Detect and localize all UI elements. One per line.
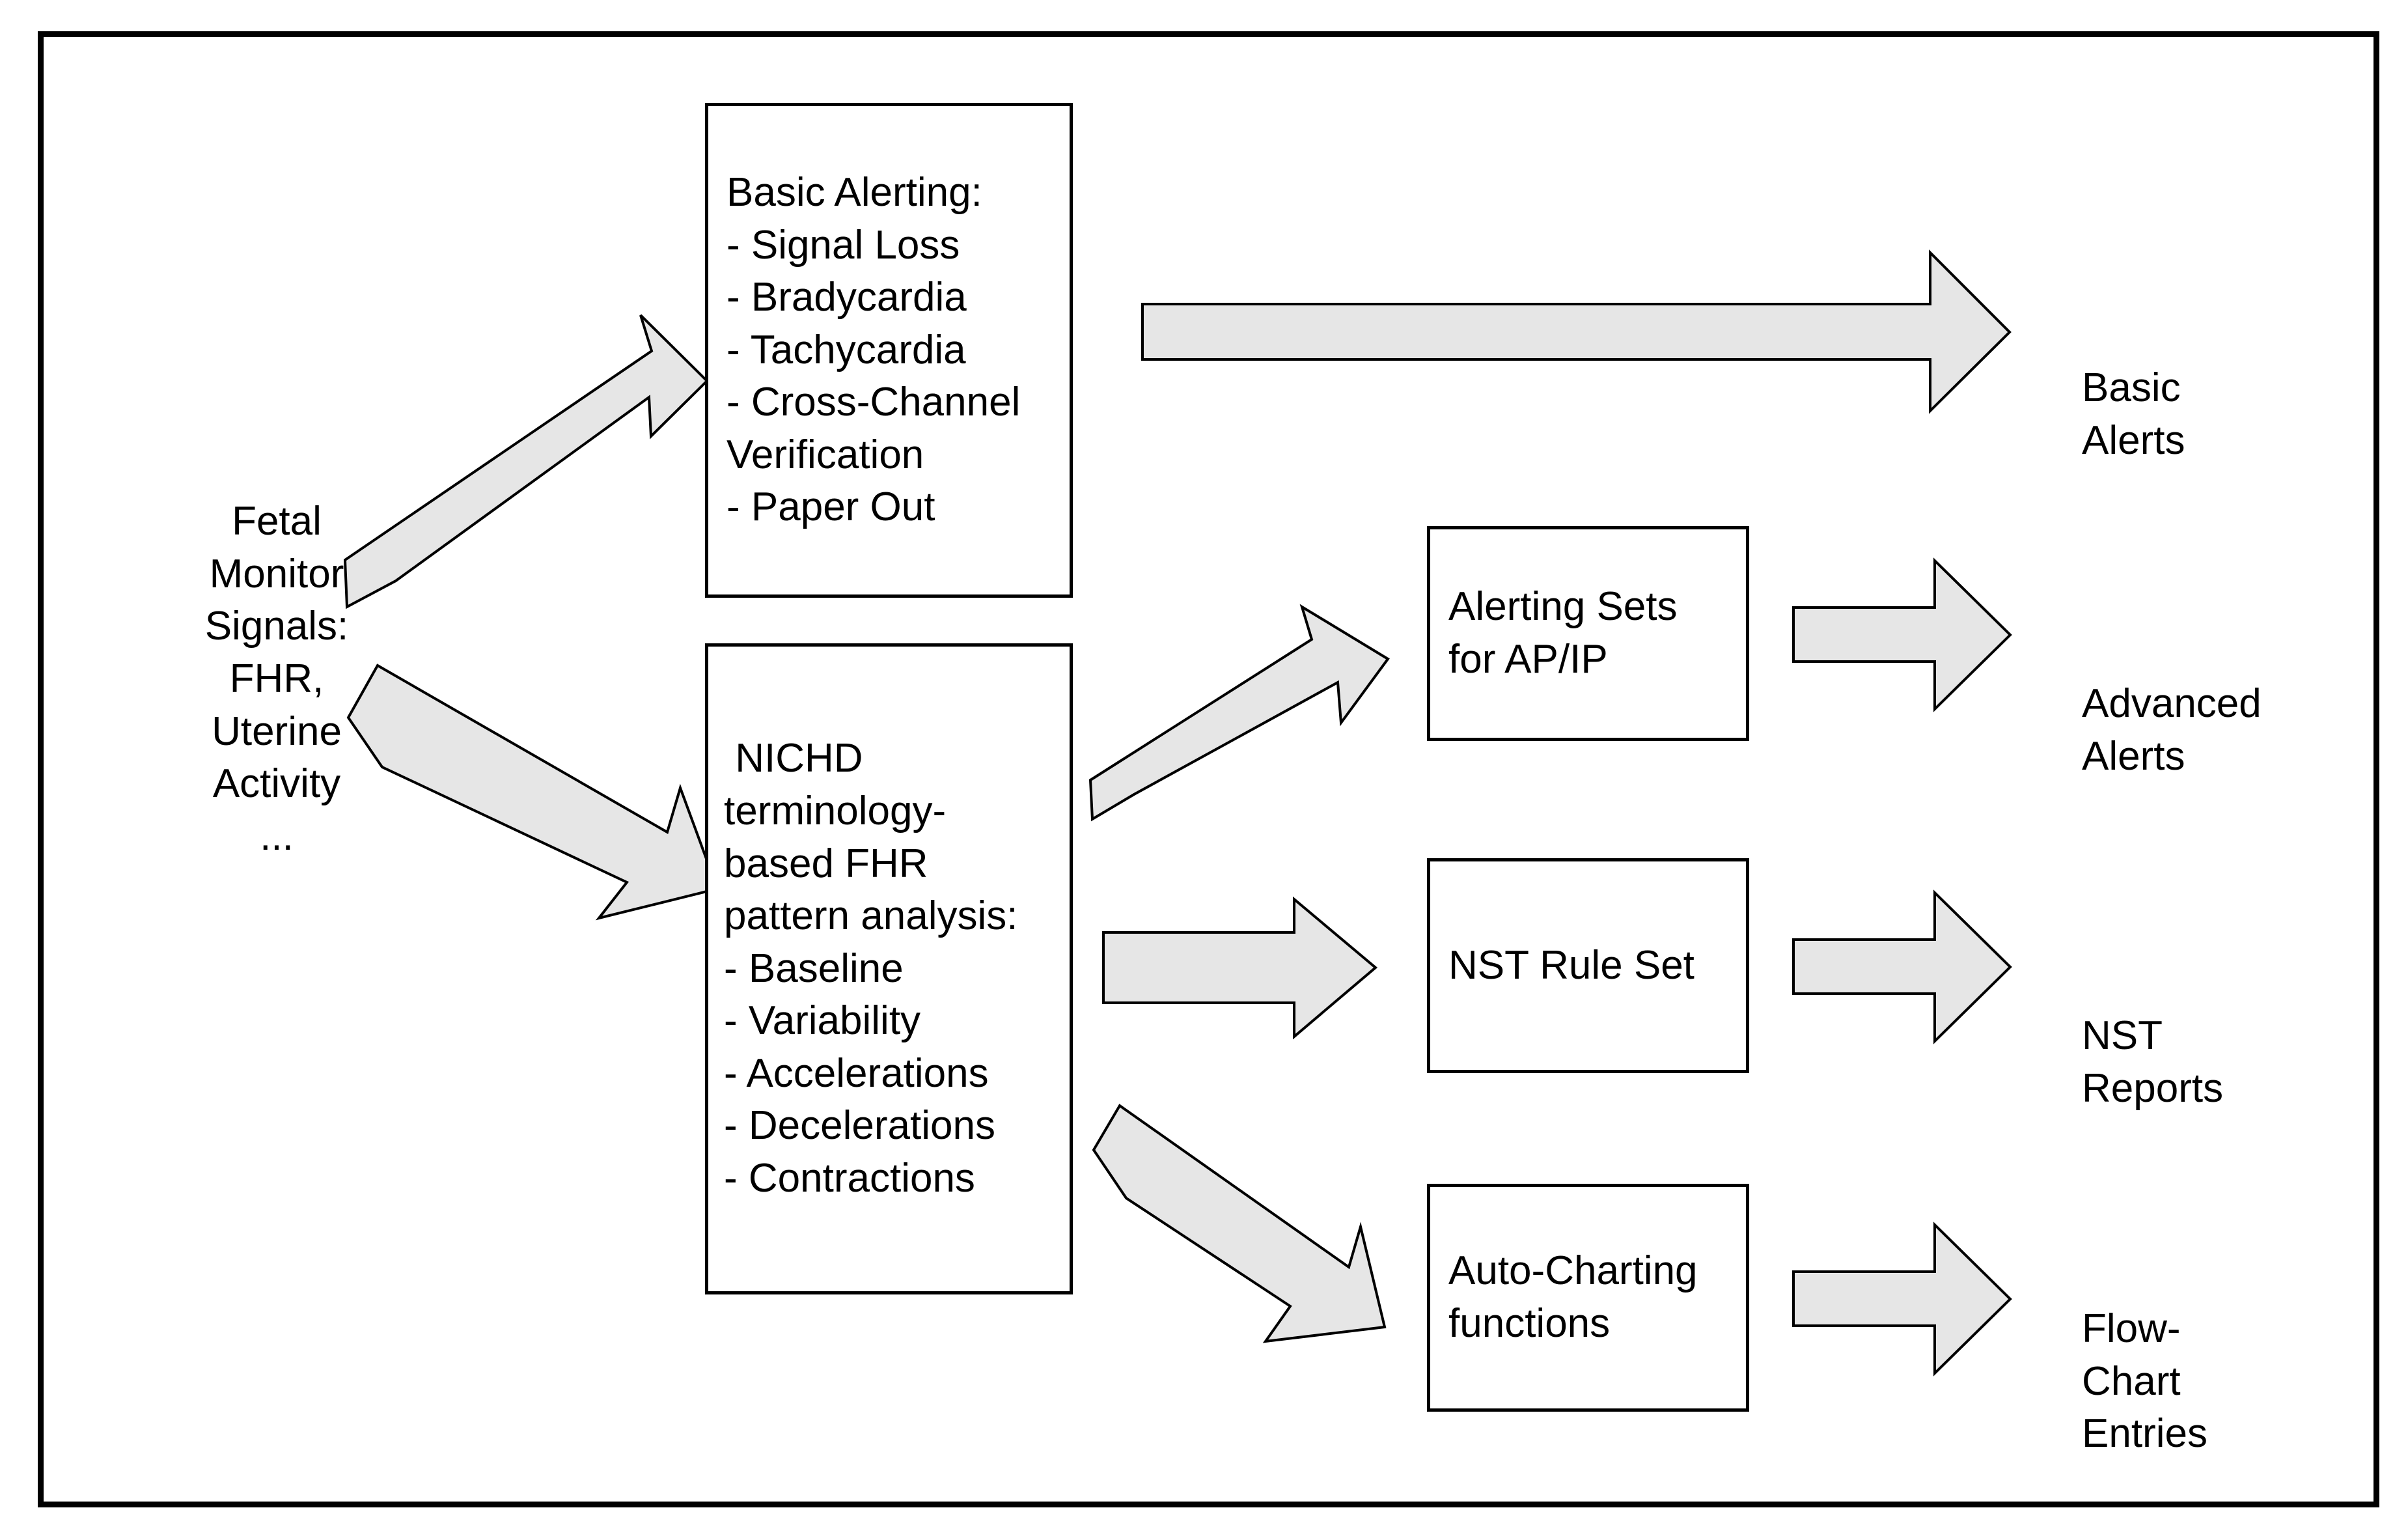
- alerting-sets-text-wrap: Alerting Sets for AP/IP: [1430, 476, 1746, 791]
- auto-charting-label: Auto-Charting functions: [1448, 1248, 1698, 1346]
- output-flow-chart-entries-text: Flow- Chart Entries: [2082, 1306, 2207, 1457]
- nst-rule-set-text-wrap: NST Rule Set: [1430, 835, 1746, 1097]
- arrow-signals-to-basic-alerting: [343, 314, 709, 609]
- arrow-nichd-to-auto-charting: [1092, 1104, 1387, 1343]
- nst-rule-set-label: NST Rule Set: [1448, 942, 1695, 988]
- box-basic-alerting[interactable]: Basic Alerting: - Signal Loss - Bradycar…: [705, 103, 1073, 598]
- auto-charting-text-wrap: Auto-Charting functions: [1430, 1140, 1746, 1455]
- alerting-sets-label: Alerting Sets for AP/IP: [1448, 584, 1678, 682]
- nichd-label: NICHD terminology- based FHR pattern ana…: [724, 736, 1018, 1201]
- arrow-nichd-to-nst-rule-set: [1102, 896, 1378, 1040]
- output-advanced-alerts-label: Advanced Alerts: [2082, 573, 2375, 888]
- arrow-auto-charting-to-flow-chart-entries: [1792, 1222, 2012, 1377]
- output-nst-reports-label: NST Reports: [2082, 905, 2375, 1220]
- arrow-basic-alerting-to-basic-alerts: [1141, 249, 2012, 414]
- box-nst-rule-set[interactable]: NST Rule Set: [1427, 858, 1749, 1073]
- output-basic-alerts-label: Basic Alerts: [2082, 257, 2362, 572]
- arrow-signals-to-nichd: [346, 664, 719, 921]
- output-nst-reports-text: NST Reports: [2082, 1013, 2224, 1111]
- output-advanced-alerts-text: Advanced Alerts: [2082, 681, 2262, 779]
- basic-alerting-text-wrap: Basic Alerting: - Signal Loss - Bradycar…: [708, 62, 1070, 639]
- basic-alerting-label: Basic Alerting: - Signal Loss - Bradycar…: [727, 169, 1021, 530]
- nichd-text-wrap: NICHD terminology- based FHR pattern ana…: [708, 628, 1070, 1310]
- arrow-nichd-to-alerting-sets: [1088, 604, 1390, 822]
- box-nichd-pattern-analysis[interactable]: NICHD terminology- based FHR pattern ana…: [705, 643, 1073, 1294]
- source-signals-label: Fetal Monitor Signals: FHR, Uterine Acti…: [140, 391, 413, 968]
- box-auto-charting[interactable]: Auto-Charting functions: [1427, 1184, 1749, 1412]
- arrow-nst-rule-set-to-nst-reports: [1792, 889, 2012, 1044]
- output-basic-alerts-text: Basic Alerts: [2082, 365, 2185, 463]
- output-flow-chart-entries-label: Flow- Chart Entries: [2082, 1198, 2375, 1538]
- source-signals-text: Fetal Monitor Signals: FHR, Uterine Acti…: [204, 499, 349, 859]
- arrow-alerting-sets-to-advanced-alerts: [1792, 557, 2012, 712]
- box-alerting-sets[interactable]: Alerting Sets for AP/IP: [1427, 526, 1749, 741]
